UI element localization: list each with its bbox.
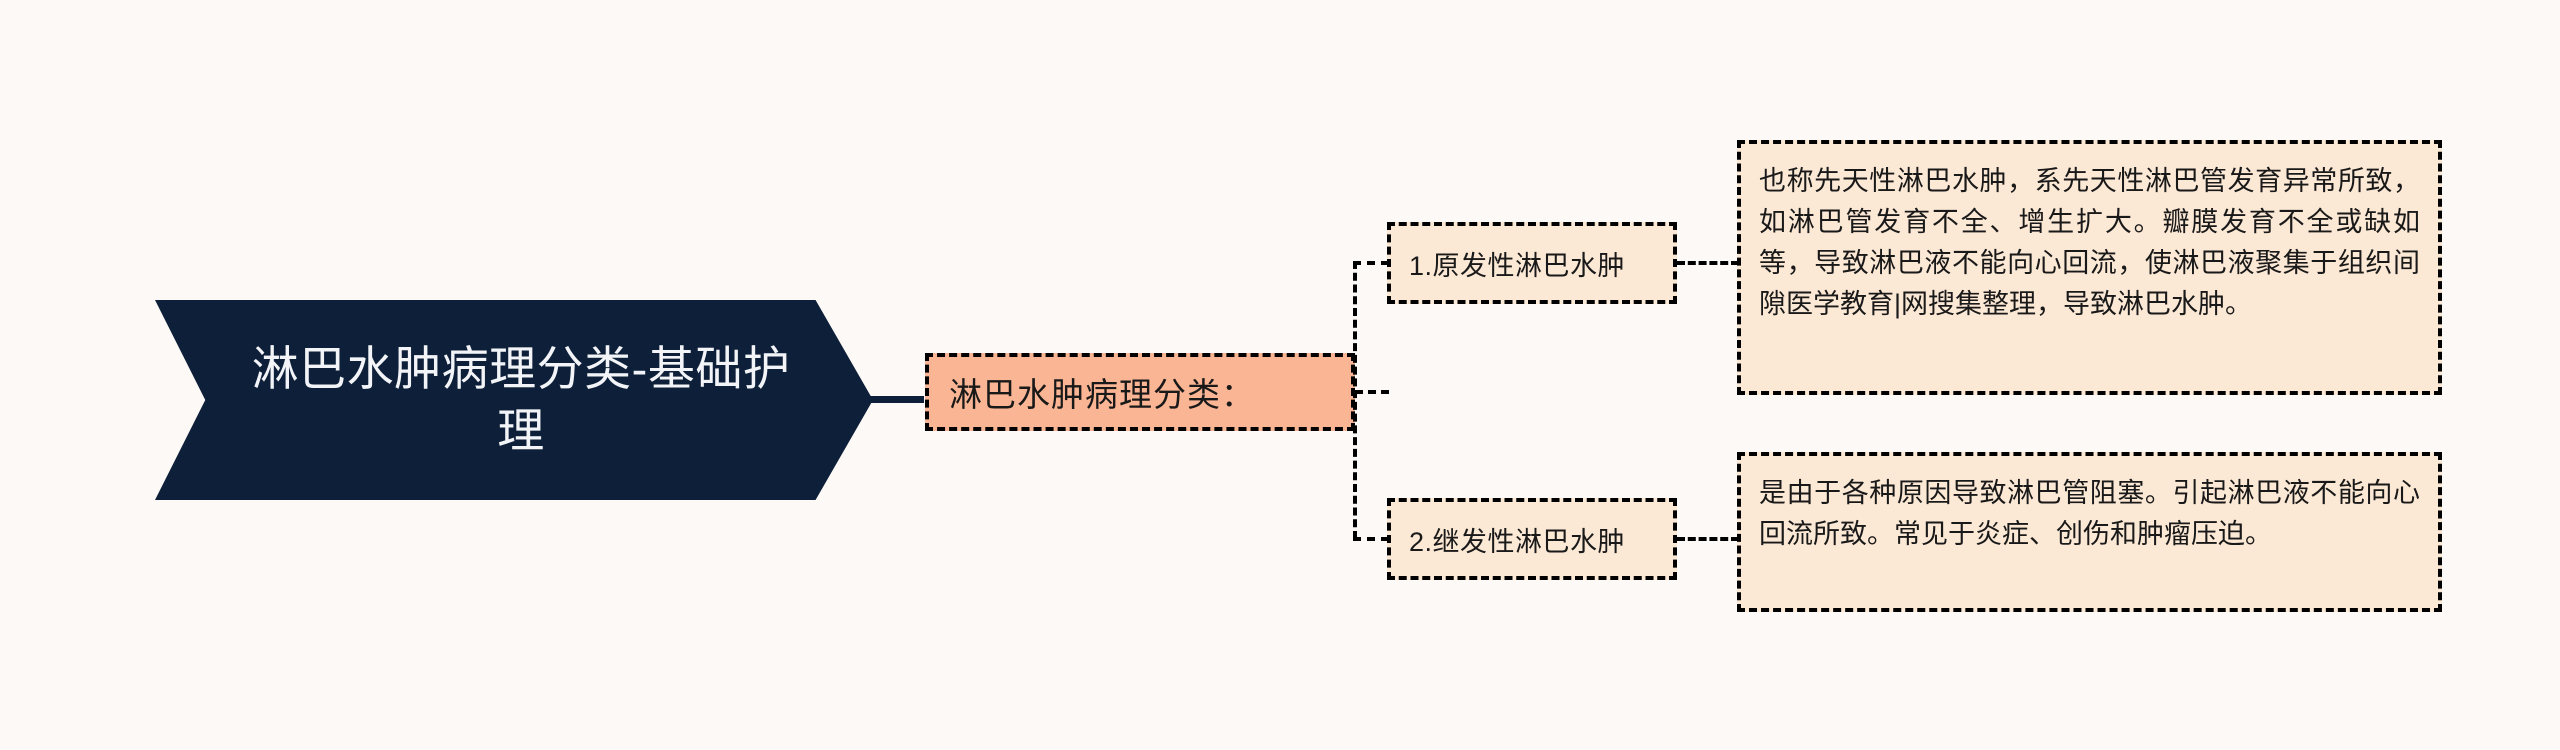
detail-box-2-text: 是由于各种原因导致淋巴管阻塞。引起淋巴液不能向心回流所致。常见于炎症、创伤和肿瘤… — [1759, 478, 2420, 550]
branch-node-2[interactable]: 2.继发性淋巴水肿 — [1387, 498, 1677, 580]
detail-box-1[interactable]: 也称先天性淋巴水肿，系先天性淋巴管发育异常所致，如淋巴管发育不全、增生扩大。瓣膜… — [1737, 140, 2442, 395]
branch-node-1-label: 1.原发性淋巴水肿 — [1409, 250, 1626, 281]
detail-box-1-text: 也称先天性淋巴水肿，系先天性淋巴管发育异常所致，如淋巴管发育不全、增生扩大。瓣膜… — [1759, 166, 2420, 320]
branch-trunk-line — [1353, 261, 1357, 539]
branch-node-2-label: 2.继发性淋巴水肿 — [1409, 526, 1626, 557]
center-node[interactable]: 淋巴水肿病理分类： — [925, 353, 1355, 431]
root-node[interactable]: 淋巴水肿病理分类-基础护理 — [155, 300, 873, 500]
center-node-label: 淋巴水肿病理分类： — [949, 376, 1255, 413]
detail-box-2[interactable]: 是由于各种原因导致淋巴管阻塞。引起淋巴液不能向心回流所致。常见于炎症、创伤和肿瘤… — [1737, 452, 2442, 612]
root-node-label: 淋巴水肿病理分类-基础护理 — [251, 341, 791, 457]
trunk-to-branch-2-connector — [1353, 537, 1389, 541]
trunk-to-branch-1-connector — [1353, 261, 1389, 265]
root-to-center-connector — [862, 396, 924, 403]
branch-1-to-detail-1-connector — [1677, 261, 1739, 265]
branch-2-to-detail-2-connector — [1677, 537, 1739, 541]
branch-node-1[interactable]: 1.原发性淋巴水肿 — [1387, 222, 1677, 304]
center-trunk-connector — [1355, 390, 1389, 394]
